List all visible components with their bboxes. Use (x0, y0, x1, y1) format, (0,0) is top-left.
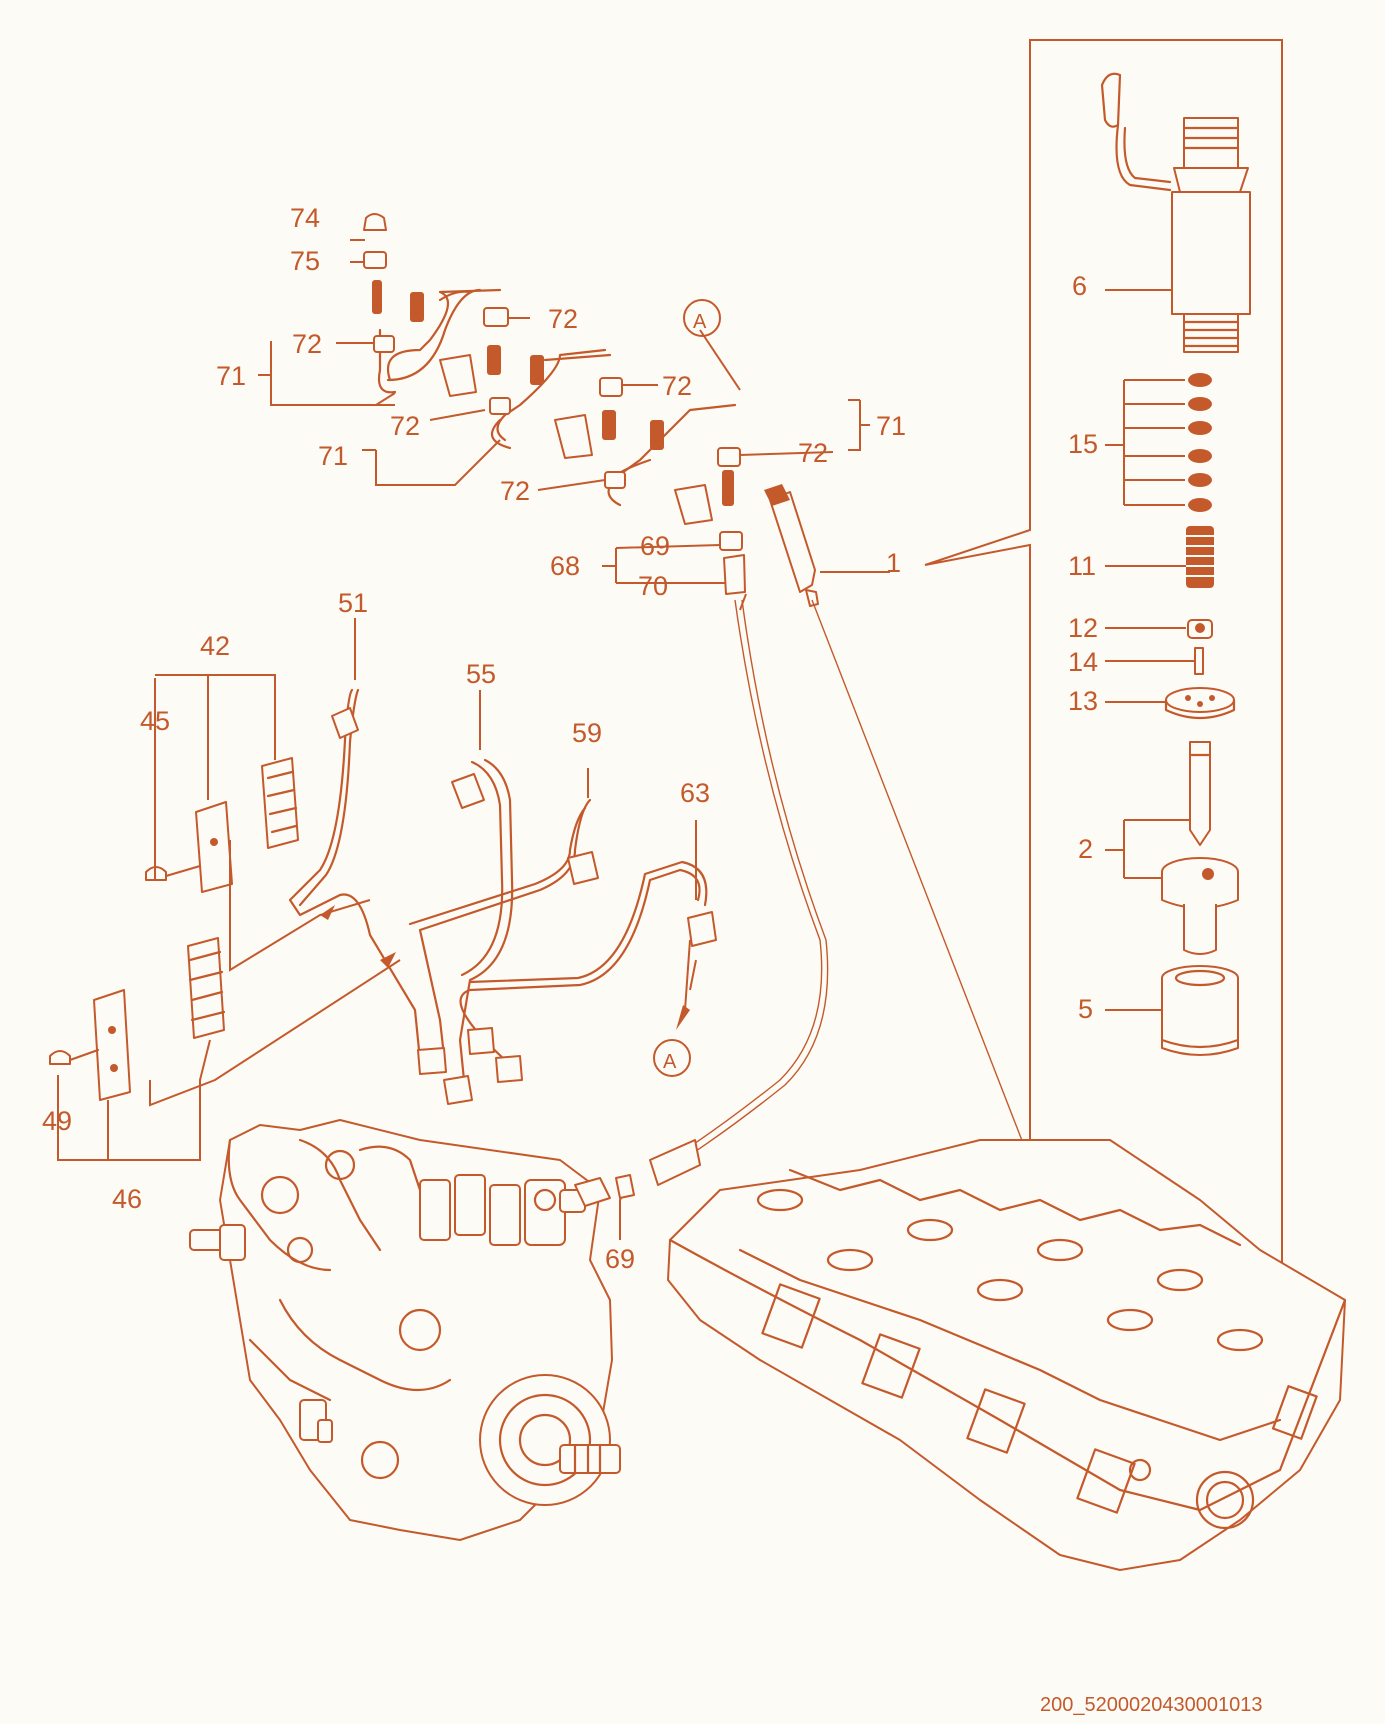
label-46: 46 (112, 1184, 142, 1214)
label-6: 6 (1072, 271, 1087, 301)
label-74: 74 (290, 203, 320, 233)
label-2: 2 (1078, 834, 1093, 864)
label-5: 5 (1078, 994, 1093, 1024)
label-15: 15 (1068, 429, 1098, 459)
label-13: 13 (1068, 686, 1098, 716)
label-55: 55 (466, 659, 496, 689)
label-71: 71 (318, 441, 348, 471)
label-59: 59 (572, 718, 602, 748)
fuel-injection-pipes (288, 688, 717, 1105)
label-14: 14 (1068, 647, 1098, 677)
label-49: 49 (42, 1106, 72, 1136)
label-71: 71 (876, 411, 906, 441)
callout-a-bottom (653, 1039, 691, 1077)
injection-pipes-upper (363, 213, 819, 611)
clamp-set-46 (49, 937, 226, 1101)
label-42: 42 (200, 631, 230, 661)
label-72: 72 (500, 476, 530, 506)
label-69: 69 (605, 1244, 635, 1274)
drawing-reference-code: 200_5200020430001013 (1040, 1694, 1263, 1716)
label-72: 72 (798, 438, 828, 468)
injector-detail-inset (924, 39, 1283, 1311)
nozzle-nut-part-5 (1105, 965, 1240, 1056)
label-11: 11 (1068, 551, 1096, 581)
label-69: 69 (640, 531, 670, 561)
label-71: 71 (216, 361, 246, 391)
callout-a-top-letter: A (693, 311, 707, 333)
label-72: 72 (662, 371, 692, 401)
spring-part-11 (1105, 526, 1214, 588)
leak-off-line (684, 599, 823, 1151)
callout-labels: 74 75 72 72 71 72 72 71 71 72 72 69 68 1… (42, 203, 1098, 1274)
callout-a-bottom-letter: A (663, 1051, 677, 1073)
label-51: 51 (338, 588, 368, 618)
fuel-injection-pump (189, 1119, 701, 1541)
label-72: 72 (548, 304, 578, 334)
label-75: 75 (290, 246, 320, 276)
pin-part-14 (1105, 647, 1204, 675)
label-68: 68 (550, 551, 580, 581)
label-45: 45 (140, 706, 170, 736)
leader-lines (57, 239, 1171, 1490)
callout-a-top (683, 299, 721, 337)
nozzle-part-2 (1105, 741, 1239, 955)
distance-piece-part-13 (1105, 687, 1236, 720)
label-72: 72 (390, 411, 420, 441)
label-12: 12 (1068, 613, 1098, 643)
spring-seat-part-12 (1105, 619, 1213, 639)
label-1: 1 (886, 548, 901, 578)
injector-holder-part-6 (1100, 72, 1251, 353)
shim-stack-part-15 (1105, 373, 1212, 512)
label-63: 63 (680, 778, 710, 808)
clamp-set-42 (145, 757, 299, 893)
cylinder-head (667, 1139, 1347, 1571)
label-72: 72 (292, 329, 322, 359)
label-70: 70 (638, 571, 668, 601)
